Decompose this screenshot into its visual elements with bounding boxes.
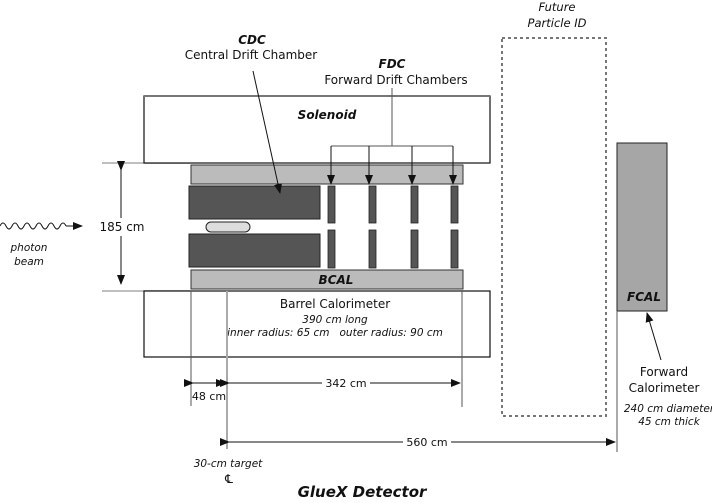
solenoid-label: Solenoid [298,108,357,122]
diagram-title: GlueX Detector [298,483,428,501]
photon-beam-wave-icon [0,222,67,230]
bcal-upper-bar [190,164,464,185]
fdc-abbr-label: FDC [379,57,406,71]
fcal-thickness: 45 cm thick [638,416,700,428]
fcal-distance-dimension-label: 560 cm [406,436,447,449]
fdc-plane-3-lower [410,229,419,269]
cdc-lower-block [188,233,321,268]
bcal-full-name: Barrel Calorimeter [280,297,390,311]
bcal-length: 390 cm long [302,314,368,326]
fdc-name-label: Forward Drift Chambers [324,73,467,87]
fdc-plane-2-lower [368,229,377,269]
photon-beam-label-2: beam [14,256,44,268]
bcal-lower-bar [190,269,464,290]
fdc-plane-4-lower [450,229,459,269]
solenoid-upper [143,95,491,164]
bcal-span-dimension-label: 342 cm [325,377,366,390]
fdc-plane-1-lower [327,229,336,269]
fcal-diameter: 240 cm diameter [624,403,712,415]
bcal-label: BCAL [319,273,354,287]
bcal-radii: inner radius: 65 cm outer radius: 90 cm [227,327,443,339]
solenoid-lower [143,290,491,358]
fdc-plane-4-upper [450,185,459,224]
fdc-plane-2-upper [368,185,377,224]
fdc-plane-3-upper [410,185,419,224]
fcal-block [616,142,668,312]
height-dimension-label: 185 cm [99,220,144,234]
fcal-label: FCAL [627,290,661,304]
cdc-abbr-label: CDC [238,33,266,47]
fdc-pointer-tree [327,88,457,185]
fdc-plane-1-upper [327,185,336,224]
cdc-pointer-arrow [252,70,282,194]
future-pid-label-2: Particle ID [528,16,587,30]
photon-beam-label-1: photon [10,242,48,254]
future-pid-label-1: Future [538,0,575,14]
target-label: 30-cm target [194,458,263,470]
fcal-name-line1: Forward [640,365,688,379]
centerline-icon: ℄ [224,472,233,486]
cdc-name-label: Central Drift Chamber [185,48,318,62]
offset-dimension-label: 48 cm [192,390,226,403]
future-pid-box [501,37,607,417]
fcal-pointer-arrow [645,312,662,361]
fdc-planes [327,185,459,269]
cdc-upper-block [188,185,321,220]
target [205,221,251,233]
fcal-name-line2: Calorimeter [629,381,700,395]
